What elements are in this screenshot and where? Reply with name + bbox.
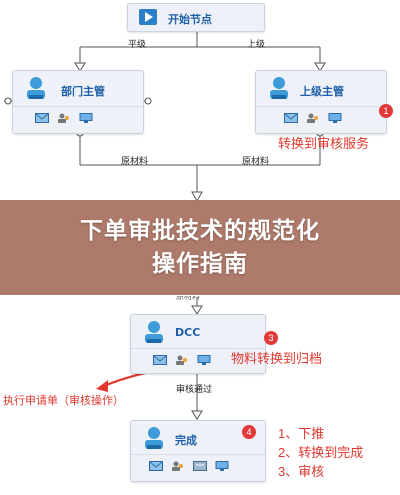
mail-icon[interactable] — [149, 461, 163, 471]
step-list: 1、下推 2、转换到完成 3、审核 — [278, 424, 363, 481]
edge-label-peer: 平级 — [128, 40, 147, 50]
step-badge-4: 4 — [242, 425, 256, 439]
red-arrowhead — [96, 380, 108, 392]
done-node-title: 完成 — [175, 434, 197, 447]
title-banner: 下单审批技术的规范化 操作指南 — [0, 200, 400, 295]
monitor-icon[interactable] — [328, 113, 342, 123]
superior-node-title: 上级主管 — [300, 85, 344, 98]
edge-label-review-pass: 审核通过 — [176, 385, 213, 395]
done-node[interactable]: 完成 — [130, 420, 266, 482]
start-node-title: 开始节点 — [168, 13, 212, 26]
users-icon[interactable] — [171, 461, 185, 471]
mail-icon[interactable] — [284, 113, 298, 123]
banner-title-line1: 下单审批技术的规范化 — [80, 217, 320, 244]
edge-label-partial: 原材料 — [176, 292, 200, 301]
note-material-archive: 物料转换到归档 — [231, 351, 323, 366]
note-to-review-service: 转换到审核服务 — [278, 136, 370, 151]
dept-manager-node[interactable]: 部门主管 — [12, 70, 144, 134]
step-item: 2、转换到完成 — [278, 445, 364, 460]
step-badge-3: 3 — [264, 331, 278, 345]
monitor-icon[interactable] — [215, 461, 229, 471]
edge-label-raw-right: 原材料 — [242, 157, 270, 167]
dcc-node[interactable]: DCC — [130, 314, 266, 374]
start-icon — [138, 8, 158, 30]
message-icon[interactable] — [193, 461, 207, 471]
users-icon[interactable] — [175, 355, 189, 365]
start-node[interactable]: 开始节点 — [127, 3, 265, 32]
step-item: 3、审核 — [278, 464, 325, 479]
edge-label-raw-left: 原材料 — [121, 157, 149, 167]
superior-manager-node[interactable]: 上级主管 — [255, 70, 387, 134]
step-badge-1: 1 — [379, 104, 393, 118]
mail-icon[interactable] — [153, 355, 167, 365]
user-icon — [23, 75, 49, 105]
banner-title-line2: 操作指南 — [152, 250, 248, 277]
note-exec-request: 执行申请单（审核操作） — [3, 395, 124, 407]
step-item: 1、下推 — [278, 426, 325, 441]
mail-icon[interactable] — [35, 113, 49, 123]
user-icon — [266, 75, 292, 105]
dept-node-title: 部门主管 — [61, 85, 105, 98]
user-icon — [141, 425, 167, 455]
users-icon[interactable] — [57, 113, 71, 123]
edge-label-upper: 上级 — [247, 40, 266, 50]
dcc-node-title: DCC — [175, 326, 201, 339]
monitor-icon[interactable] — [197, 355, 211, 365]
user-icon — [141, 319, 167, 349]
monitor-icon[interactable] — [79, 113, 93, 123]
users-icon[interactable] — [306, 113, 320, 123]
